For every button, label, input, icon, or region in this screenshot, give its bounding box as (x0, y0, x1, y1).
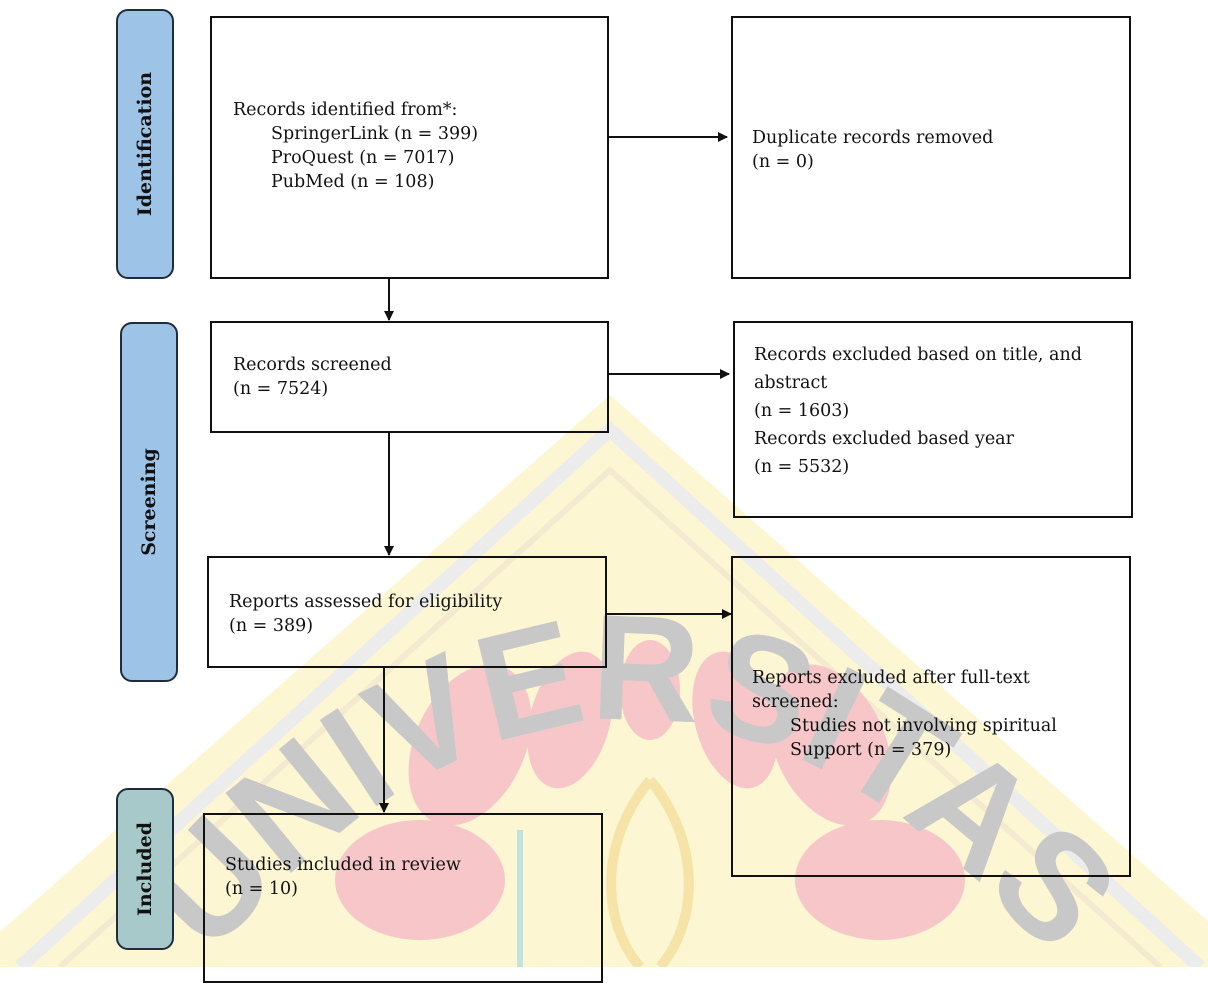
reports-excluded-reason-2: Support (n = 379) (790, 740, 952, 760)
phase-included: Included (116, 788, 174, 950)
reports-assessed-label: Reports assessed for eligibility (229, 592, 503, 612)
records-identified-box: Records identified from*: SpringerLink (… (210, 16, 609, 279)
studies-included-box: Studies included in review (n = 10) (203, 813, 603, 983)
records-excluded-box: Records excluded based on title, and abs… (733, 321, 1133, 518)
reports-excluded-line-1: Reports excluded after full-text (752, 668, 1030, 688)
phase-screening-label: Screening (138, 448, 161, 556)
records-identified-title: Records identified from*: (233, 100, 458, 120)
records-screened-box: Records screened (n = 7524) (210, 321, 609, 433)
phase-included-label: Included (134, 822, 156, 916)
reports-assessed-box: Reports assessed for eligibility (n = 38… (207, 556, 607, 668)
records-excluded-line-1: Records excluded based on title, and (754, 345, 1082, 365)
duplicates-removed-label: Duplicate records removed (752, 128, 994, 148)
duplicates-removed-box: Duplicate records removed (n = 0) (731, 16, 1131, 279)
records-screened-label: Records screened (233, 355, 392, 375)
reports-assessed-count: (n = 389) (229, 616, 314, 636)
phase-identification: Identification (116, 9, 174, 279)
source-pubmed: PubMed (n = 108) (271, 172, 435, 192)
records-screened-count: (n = 7524) (233, 379, 329, 399)
phase-identification-label: Identification (134, 71, 156, 217)
reports-excluded-reason-1: Studies not involving spiritual (790, 716, 1057, 736)
records-excluded-count-2: (n = 5532) (754, 457, 850, 477)
studies-included-count: (n = 10) (225, 879, 298, 899)
studies-included-label: Studies included in review (225, 855, 461, 875)
duplicates-removed-count: (n = 0) (752, 152, 814, 172)
phase-screening: Screening (120, 322, 178, 682)
records-excluded-line-2: abstract (754, 373, 828, 393)
source-proquest: ProQuest (n = 7017) (271, 148, 455, 168)
reports-excluded-box: Reports excluded after full-text screene… (731, 556, 1131, 877)
source-springerlink: SpringerLink (n = 399) (271, 124, 479, 144)
records-excluded-count-1: (n = 1603) (754, 401, 850, 421)
records-excluded-line-3: Records excluded based year (754, 429, 1014, 449)
reports-excluded-line-2: screened: (752, 692, 839, 712)
